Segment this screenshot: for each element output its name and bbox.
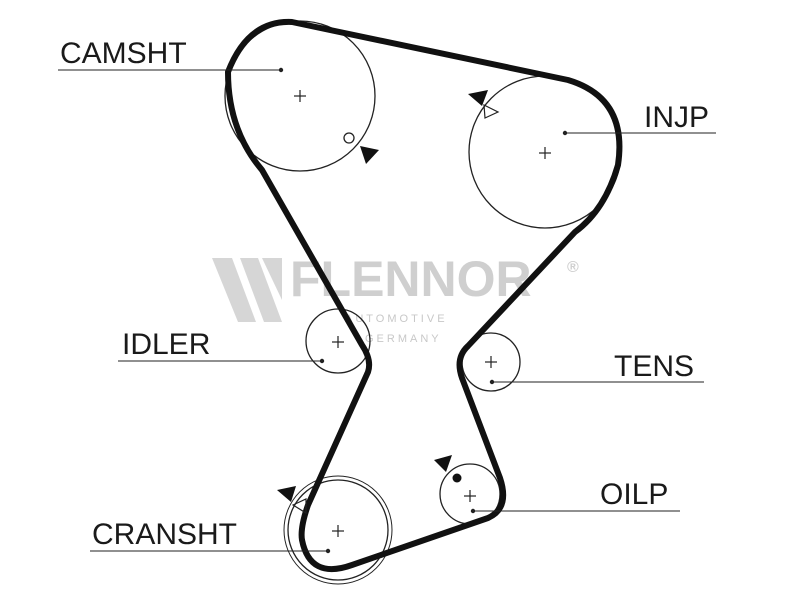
- timing-belt: [225, 18, 623, 572]
- watermark-logo-icon: [212, 258, 256, 322]
- label-crankshaft: CRANSHT: [92, 518, 237, 551]
- label-injection-pump: INJP: [644, 101, 709, 134]
- leader-lines: [58, 69, 716, 552]
- oil-pump-arrow-icon: [434, 455, 452, 472]
- watermark-registered-mark: ®: [567, 259, 579, 276]
- timing-mark-dot: [343, 132, 355, 144]
- watermark-line1: AUTOMOTIVE: [345, 313, 448, 325]
- label-idler: IDLER: [122, 328, 210, 361]
- crankshaft-arrow-icon: [277, 486, 296, 502]
- crankshaft-pulley-outer: [283, 475, 393, 585]
- watermark-line2: GERMANY: [365, 333, 442, 345]
- oil-pump-mark-dot: [452, 473, 462, 483]
- center-marks: [294, 90, 551, 537]
- crankshaft-arrow-outline-icon: [291, 498, 307, 515]
- timing-arrows: [277, 90, 488, 502]
- watermark-logo-icon-2: [240, 258, 282, 322]
- crankshaft-pulley: [287, 479, 389, 581]
- label-oil-pump: OILP: [600, 478, 668, 511]
- label-tensioner: TENS: [614, 350, 694, 383]
- watermark-logo-icon-3: [262, 258, 282, 300]
- injection-pump-arrow-icon: [468, 90, 488, 106]
- watermark: FLENNOR ® AUTOMOTIVE GERMANY: [212, 251, 579, 345]
- label-camshaft: CAMSHT: [60, 37, 187, 70]
- watermark-brand: FLENNOR: [290, 251, 532, 307]
- camshaft-arrow-icon: [360, 146, 379, 164]
- injection-pump-arrow-outline-icon: [483, 103, 500, 119]
